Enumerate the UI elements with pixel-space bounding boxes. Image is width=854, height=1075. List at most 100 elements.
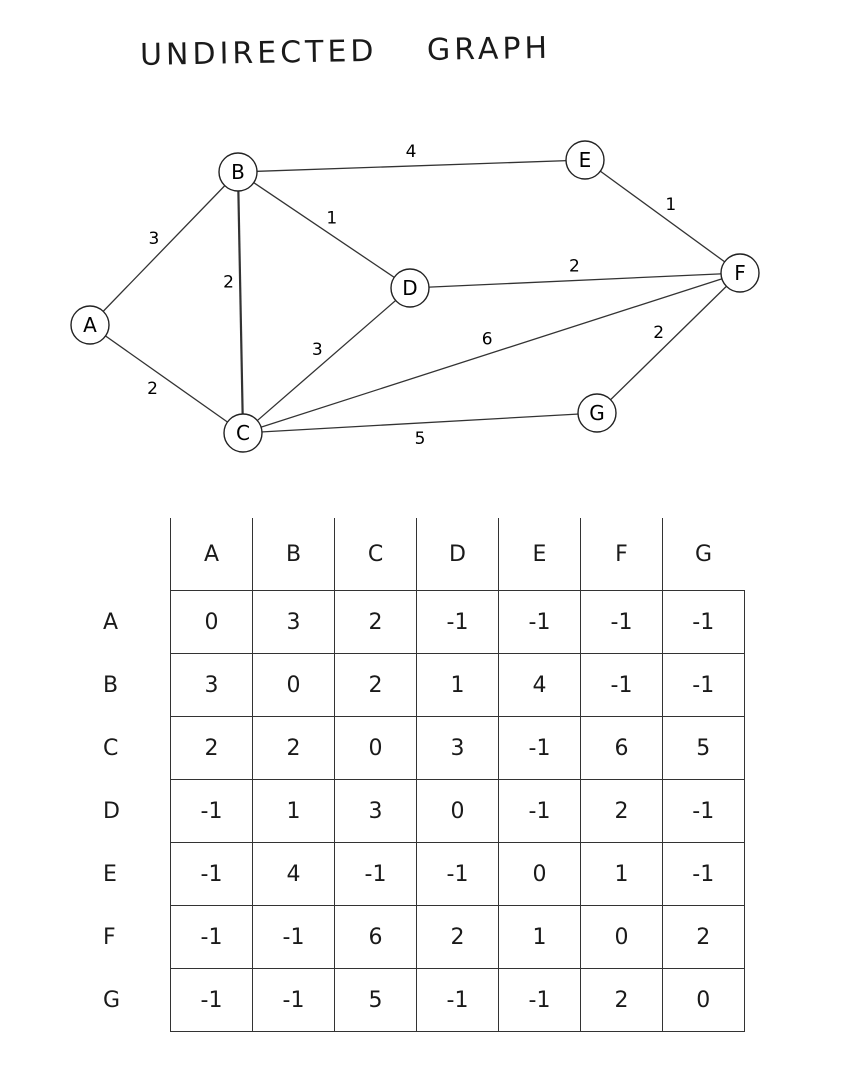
node-circle [223, 413, 263, 453]
matrix-cell: 2 [334, 653, 417, 717]
row-header: G [103, 987, 121, 1013]
col-header-b: B [252, 518, 335, 591]
matrix-cell: -1 [498, 590, 581, 654]
matrix-cell: 5 [662, 716, 745, 780]
node-label: E [579, 148, 592, 172]
matrix-cell: 0 [252, 653, 335, 717]
node-label: D [402, 276, 417, 300]
node-circle [720, 253, 760, 293]
edge-b-e [237, 159, 586, 173]
matrix-cell: -1 [252, 905, 335, 969]
matrix-cell: -1 [662, 653, 745, 717]
matrix-cell: 3 [416, 716, 499, 780]
matrix-header-row: A B C D E F G [95, 518, 744, 591]
title-word-undirected: UNDIRECTED [139, 33, 378, 73]
edge-weight-label: 3 [312, 340, 323, 360]
matrix-cell: -1 [416, 590, 499, 654]
node-circle [565, 140, 605, 180]
matrix-cell: 0 [580, 905, 663, 969]
edge-d-f [409, 272, 741, 289]
matrix-cell: 3 [334, 779, 417, 843]
edge-weight-label: 4 [406, 142, 417, 162]
edge-b-d [237, 171, 411, 289]
node-circle [70, 305, 110, 345]
matrix-cell: 2 [170, 716, 253, 780]
edge-c-g [242, 412, 598, 434]
matrix-cell: 2 [580, 779, 663, 843]
matrix-cell: 1 [252, 779, 335, 843]
edge-weight-label: 2 [147, 379, 158, 399]
matrix-cell: 4 [498, 653, 581, 717]
matrix-cell: 1 [416, 653, 499, 717]
edge-c-f [242, 272, 741, 434]
matrix-cell: 2 [662, 905, 745, 969]
col-header-c: C [334, 518, 417, 591]
matrix-cell: 0 [170, 590, 253, 654]
graph-node-e: E [565, 140, 605, 180]
edge-a-b [89, 171, 239, 326]
edge-weight-label: 1 [326, 208, 337, 228]
row-header: F [103, 924, 116, 950]
graph-node-a: A [70, 305, 110, 345]
edge-weight-label: 2 [223, 273, 234, 293]
edge-weight-label: 2 [653, 323, 664, 343]
matrix-cell: 2 [416, 905, 499, 969]
col-header-d: D [416, 518, 499, 591]
edge-a-c [89, 324, 244, 434]
edge-weight-label: 5 [415, 429, 426, 449]
matrix-cell: 1 [580, 842, 663, 906]
matrix-cell: 3 [170, 653, 253, 717]
matrix-cell: 2 [334, 590, 417, 654]
matrix-cell: 6 [580, 716, 663, 780]
matrix-cell: 1 [498, 905, 581, 969]
matrix-cell: -1 [580, 653, 663, 717]
matrix-cell: -1 [252, 968, 335, 1032]
matrix-cell: 0 [662, 968, 745, 1032]
matrix-cell: -1 [170, 968, 253, 1032]
node-circle [390, 268, 430, 308]
graph-node-g: G [577, 393, 617, 433]
matrix-cell: 2 [252, 716, 335, 780]
graph-node-c: C [223, 413, 263, 453]
row-header: C [103, 735, 119, 761]
node-circle [577, 393, 617, 433]
matrix-cell: 6 [334, 905, 417, 969]
edge-weight-label: 2 [569, 257, 580, 277]
matrix-cell: -1 [580, 590, 663, 654]
node-label: C [236, 421, 250, 445]
page-title: UNDIRECTED GRAPH [140, 30, 588, 73]
matrix-cell: -1 [170, 842, 253, 906]
matrix-cell: 0 [498, 842, 581, 906]
node-label: F [734, 261, 746, 285]
edge-f-g [596, 272, 741, 414]
node-label: A [83, 313, 97, 337]
edge-e-f [584, 159, 741, 274]
matrix-cell: 3 [252, 590, 335, 654]
graph-node-f: F [720, 253, 760, 293]
col-header-g: G [662, 518, 744, 591]
matrix-cell: -1 [662, 779, 745, 843]
col-header-a: A [170, 518, 253, 591]
row-header: D [103, 798, 120, 824]
matrix-cell: 0 [334, 716, 417, 780]
node-circle [218, 152, 258, 192]
edge-weight-label: 3 [149, 229, 160, 249]
matrix-cell: -1 [416, 968, 499, 1032]
title-word-graph: GRAPH [426, 30, 552, 68]
matrix-cell: -1 [498, 779, 581, 843]
matrix-cell: -1 [662, 590, 745, 654]
matrix-cell: 0 [416, 779, 499, 843]
matrix-cell: -1 [170, 779, 253, 843]
edge-c-d [242, 287, 411, 434]
col-header-e: E [498, 518, 581, 591]
